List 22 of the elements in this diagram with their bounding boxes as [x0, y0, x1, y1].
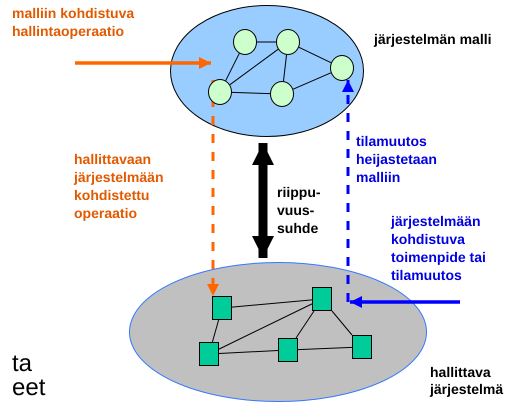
connector-line	[298, 46, 332, 64]
connector-line	[225, 52, 240, 82]
connector-line	[232, 92, 270, 94]
cut-off-text: ta	[12, 352, 32, 376]
arrow	[207, 80, 219, 296]
connector-line	[332, 310, 352, 336]
connector-line	[292, 72, 332, 90]
arrow	[342, 80, 354, 302]
connector-line	[212, 320, 220, 342]
cut-off-text: eet	[12, 376, 46, 400]
connector-line	[218, 303, 312, 350]
connector-line	[296, 310, 314, 338]
connector-line	[232, 299, 312, 308]
connector-line	[218, 350, 278, 354]
system-label: hallittava järjestelmä	[430, 364, 504, 398]
connector-line	[283, 54, 287, 82]
double-arrow	[350, 296, 460, 308]
connector-line	[229, 48, 279, 86]
double-arrow	[252, 143, 274, 258]
double-arrow	[75, 57, 211, 69]
system-label: järjestelmän malli	[374, 31, 493, 48]
connector-line	[298, 346, 352, 350]
